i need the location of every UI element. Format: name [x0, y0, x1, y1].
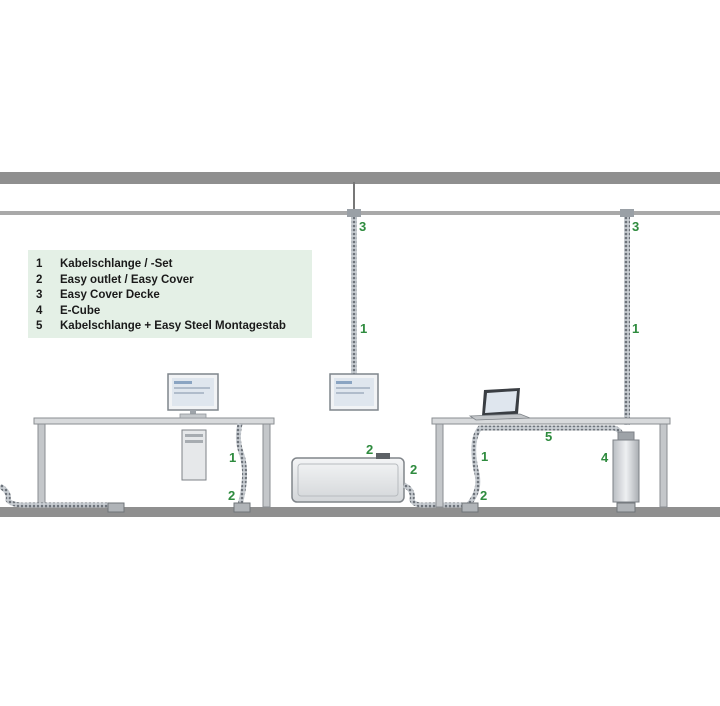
- legend-item-number: 3: [36, 289, 43, 301]
- legend-item-label: Kabelschlange / -Set: [60, 258, 173, 270]
- callout-ceiling-left-3: 3: [359, 219, 366, 234]
- callout-cabinet-top-2: 2: [366, 442, 373, 457]
- legend-item: 2 Easy outlet / Easy Cover: [36, 273, 312, 289]
- cable-snake-drop-right: [624, 217, 630, 425]
- legend-item-label: Kabelschlange + Easy Steel Montagestab: [60, 320, 286, 332]
- legend-item: 1 Kabelschlange / -Set: [36, 257, 312, 273]
- callout-desk-right-outlet-2: 2: [480, 488, 487, 503]
- legend-item-number: 1: [36, 258, 43, 270]
- legend-item: 4 E-Cube: [36, 304, 312, 320]
- callout-drop-right-1: 1: [632, 321, 639, 336]
- cable-snake-drop-left: [351, 217, 357, 375]
- callout-e-cube-4: 4: [601, 450, 609, 465]
- monitor-left: [167, 373, 219, 419]
- sideboard-cabinet: [291, 453, 405, 503]
- monitor-center: [329, 373, 379, 411]
- ceiling-hanger-left: [353, 182, 355, 210]
- pc-tower: [181, 429, 207, 481]
- legend-item-label: E-Cube: [60, 304, 101, 317]
- floor-outlet-desk-right: [461, 502, 479, 513]
- callout-desk-right-cable-5: 5: [545, 429, 552, 444]
- legend-item: 3 Easy Cover Decke: [36, 288, 312, 304]
- legend-item-number: 4: [36, 304, 43, 317]
- easy-cover-ceiling-left: [347, 209, 361, 217]
- callout-desk-left-riser-1: 1: [229, 450, 236, 465]
- easy-cover-ceiling-right: [620, 209, 634, 217]
- floor-outlet-left: [107, 502, 125, 513]
- floor-slab: [0, 507, 720, 517]
- legend-item: 5 Kabelschlange + Easy Steel Montagestab: [36, 319, 312, 335]
- desk-right: [431, 417, 671, 508]
- ceiling-slab: [0, 172, 720, 184]
- legend-item-number: 2: [36, 273, 43, 286]
- desk-left-riser-cable: [235, 423, 248, 506]
- laptop: [468, 388, 531, 421]
- floor-outlet-desk-left: [233, 502, 251, 513]
- legend-box: 1 Kabelschlange / -Set 2 Easy outlet / Eas…: [28, 250, 312, 338]
- legend-item-label: Easy Cover Decke: [60, 289, 160, 301]
- legend-item-label: Easy outlet / Easy Cover: [60, 273, 194, 286]
- callout-desk-right-riser-1: 1: [481, 449, 488, 464]
- callout-drop-left-1: 1: [360, 321, 367, 336]
- desk-left: [33, 417, 275, 508]
- floor-cable-left: [0, 483, 112, 508]
- e-cube: [612, 431, 640, 513]
- legend-item-number: 5: [36, 320, 43, 332]
- cabinet-cable: [402, 482, 462, 508]
- callout-cabinet-side-2: 2: [410, 462, 417, 477]
- callout-desk-left-outlet-2: 2: [228, 488, 235, 503]
- callout-ceiling-right-3: 3: [632, 219, 639, 234]
